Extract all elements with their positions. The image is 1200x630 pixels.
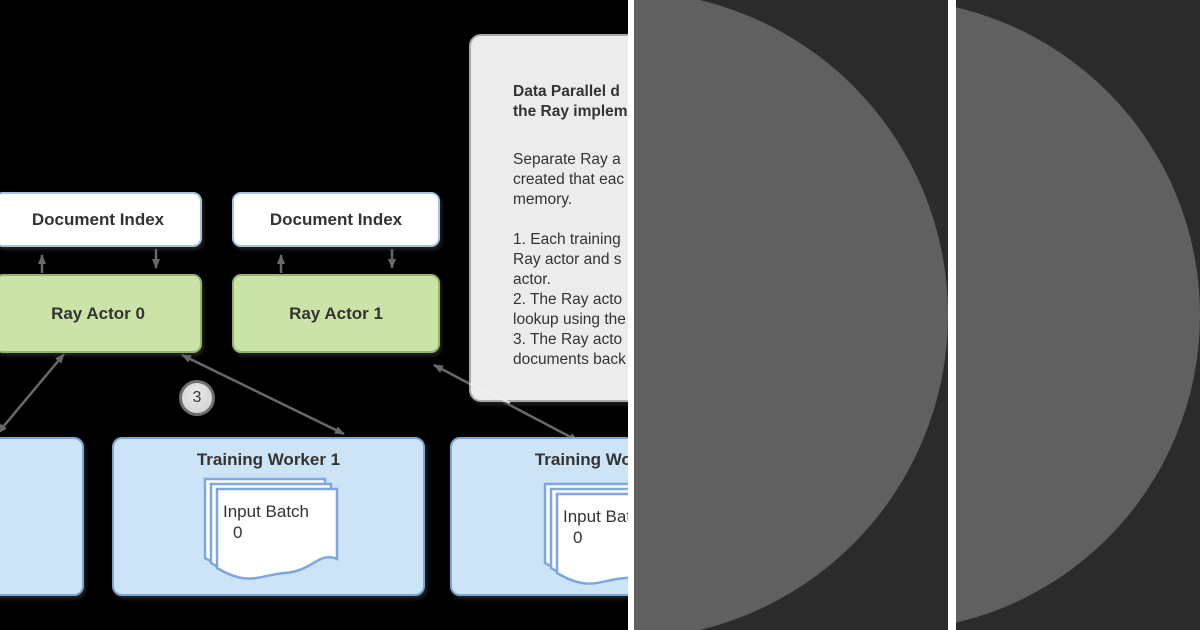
input-batch-line1: Input Batch (563, 507, 628, 526)
right-panel-2 (956, 0, 1200, 630)
avatar-circle-1 (634, 0, 948, 630)
input-batch-line2: 0 (573, 528, 583, 547)
note-body-line: 1. Each training (513, 231, 621, 248)
note-body-line: 2. The Ray acto (513, 291, 623, 308)
document-index-box-1: Document Index (232, 192, 440, 247)
ray-actor-label-0: Ray Actor 0 (51, 303, 145, 323)
training-worker-box-0: Training Worker 0 (0, 437, 84, 596)
step-3-badge-number: 3 (192, 389, 202, 406)
ray-actor-label-1: Ray Actor 1 (289, 303, 383, 323)
arrow-ray0-worker1 (181, 353, 345, 436)
ray-actor-box-1: Ray Actor 1 (232, 274, 440, 353)
document-icon (555, 492, 628, 585)
note-body-line (513, 210, 628, 230)
note-body-line: Separate Ray a (513, 151, 621, 168)
input-batch-line2: 0 (233, 523, 243, 542)
note-body-line: lookup using the (513, 311, 626, 328)
document-index-box-0: Document Index (0, 192, 202, 247)
document-icon (215, 487, 339, 580)
training-worker-label-2: Training Worker 2 (534, 450, 628, 469)
document-index-label-1: Document Index (269, 209, 403, 229)
panel-divider-2 (948, 0, 956, 630)
input-batch-stack-2: Input Batch 0 (543, 482, 628, 594)
step-3-badge: 3 (179, 380, 215, 416)
panel-divider-1 (628, 0, 634, 630)
note-body-line: created that eac (513, 171, 625, 188)
note-body-line: actor. (513, 271, 551, 288)
note-heading: Data Parallel d the Ray implem (513, 82, 628, 122)
note-body-line: 3. The Ray acto (513, 331, 623, 348)
training-worker-label-1: Training Worker 1 (196, 450, 341, 469)
note-heading-line: Data Parallel d (513, 83, 620, 100)
note-body-line: memory. (513, 191, 573, 208)
input-batch-line1: Input Batch (223, 502, 310, 521)
right-panel-1 (634, 0, 948, 630)
note-box: Data Parallel d the Ray implem Separate … (469, 34, 628, 402)
architecture-diagram: Document Index Document Index Ray Actor … (0, 34, 628, 596)
input-batch-stack-1: Input Batch 0 (203, 477, 339, 589)
note-body: Separate Ray a created that eac memory. … (513, 150, 628, 370)
input-batch-text-2: Input Batch 0 (563, 506, 628, 548)
ray-actor-box-0: Ray Actor 0 (0, 274, 202, 353)
document-index-label-0: Document Index (31, 209, 165, 229)
note-body-line: documents back (513, 351, 626, 368)
note-body-line: Ray actor and s (513, 251, 622, 268)
input-batch-text-1: Input Batch 0 (223, 501, 309, 543)
arrow-ray0-worker0 (0, 353, 65, 434)
avatar-circle-2 (956, 0, 1200, 630)
note-heading-line: the Ray implem (513, 103, 628, 120)
training-worker-label-0: Training Worker 0 (0, 450, 82, 470)
